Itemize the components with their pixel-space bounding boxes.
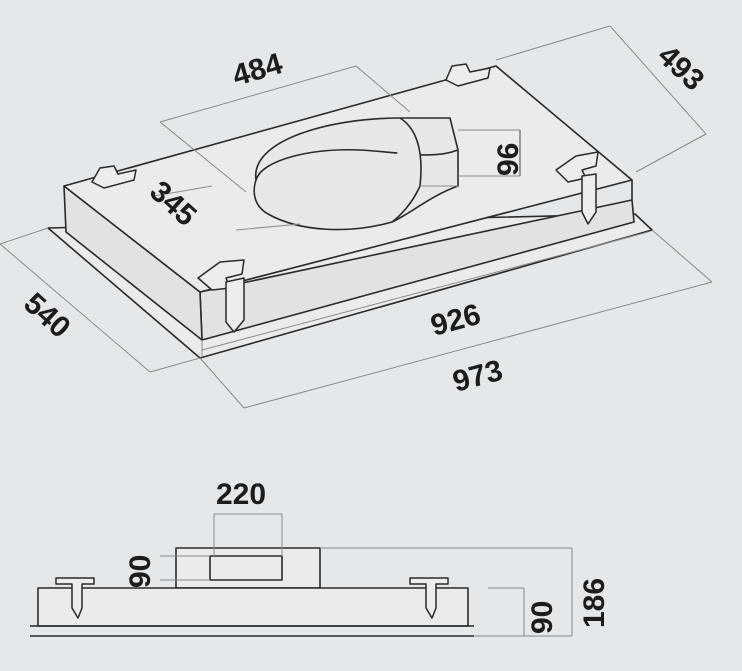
side-dim-label-186: 186 <box>578 578 611 628</box>
dim-label-926: 926 <box>427 298 484 343</box>
side-duct-opening <box>209 555 283 581</box>
side-bracket-right <box>409 577 449 619</box>
dim-label-493: 493 <box>651 39 710 97</box>
side-dim-label-220: 220 <box>216 478 266 511</box>
bracket-right <box>555 151 599 225</box>
dimension-lines-top <box>0 25 713 409</box>
dim-label-973: 973 <box>449 354 506 399</box>
bracket-top-left <box>91 165 137 189</box>
bracket-front-left <box>197 259 245 333</box>
dim-label-540: 540 <box>17 287 76 345</box>
dim-label-96: 96 <box>492 143 525 176</box>
duct-outlet <box>253 117 459 231</box>
side-view: 220 90 90 186 <box>30 478 611 637</box>
side-dim-label-90-body: 90 <box>526 601 559 634</box>
bracket-top-right <box>445 63 491 87</box>
side-bracket-left <box>55 577 95 619</box>
isometric-view: 484 493 96 345 540 926 973 <box>0 25 713 409</box>
side-body <box>37 587 469 627</box>
side-dim-label-90-duct: 90 <box>124 555 157 588</box>
dim-label-484: 484 <box>229 47 287 93</box>
dimension-lines-side <box>160 513 573 637</box>
